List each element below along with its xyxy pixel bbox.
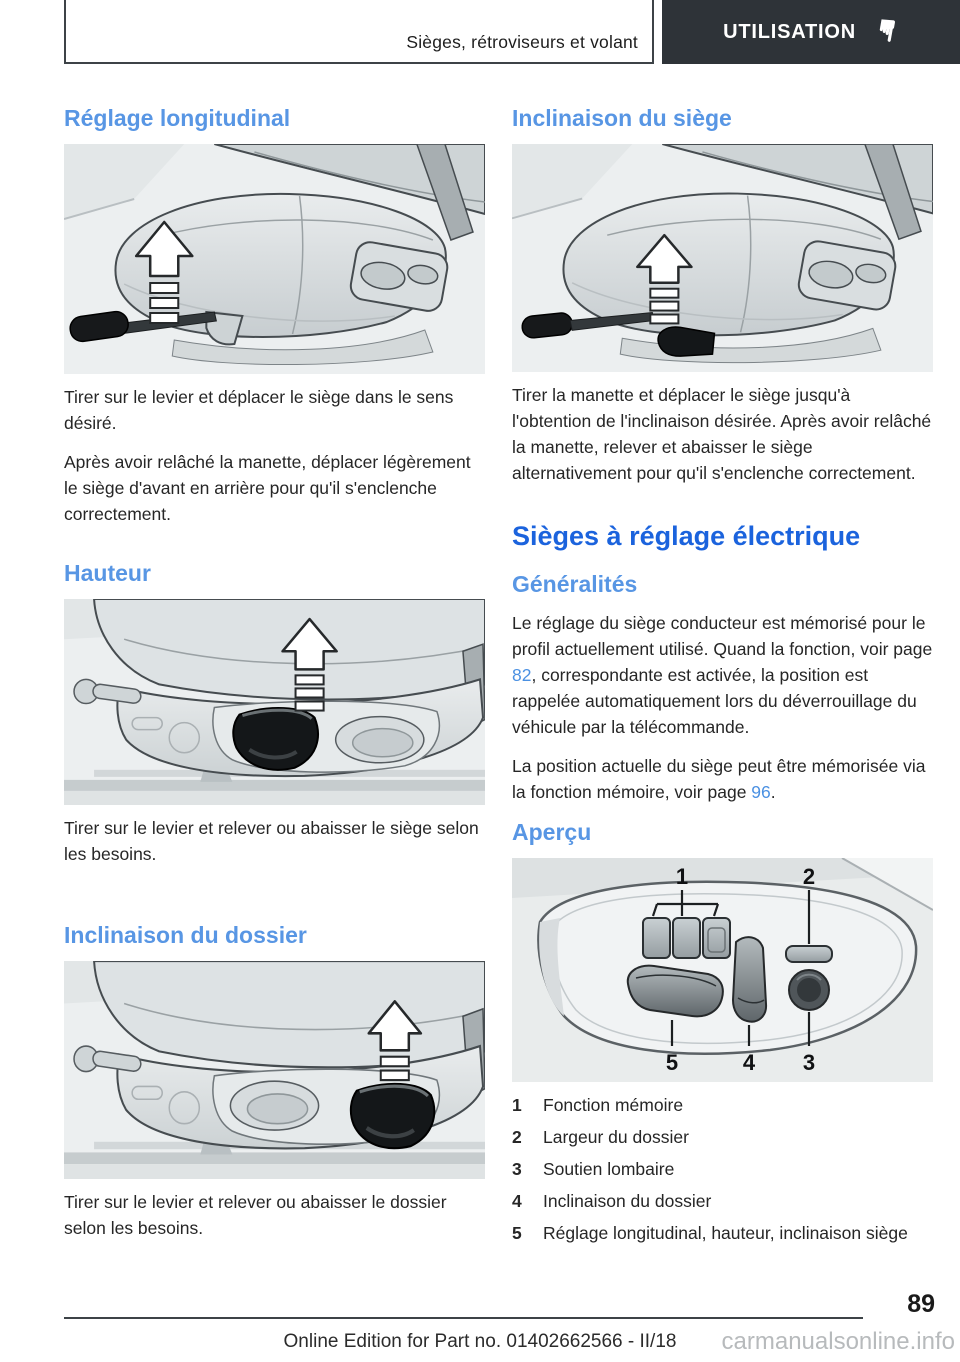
callout-lines (651, 890, 811, 1046)
paragraph-with-link: Le réglage du siège conducteur est mémor… (512, 610, 933, 740)
chapter-tab-utilisation: UTILISATION ☛ (662, 0, 960, 64)
breadcrumb: Sièges, rétroviseurs et volant (64, 0, 654, 64)
left-column: Réglage longitudinal (64, 100, 485, 1254)
up-arrow-icon (134, 220, 194, 324)
heading-generalites: Généralités (512, 571, 638, 597)
legend-number: 5 (512, 1223, 522, 1243)
manual-lever-handle (521, 312, 573, 339)
callout-4: 4 (742, 1050, 756, 1075)
legend-label: Largeur du dossier (543, 1127, 689, 1147)
up-arrow-icon (281, 617, 338, 712)
breadcrumb-label: Sièges, rétroviseurs et volant (406, 32, 638, 52)
legend-label: Soutien lombaire (543, 1159, 675, 1179)
paragraph: Tirer la manette et déplacer le siège ju… (512, 385, 932, 483)
heading-hauteur: Hauteur (64, 560, 151, 586)
legend-item: 5 Réglage longitudinal, hauteur, inclina… (512, 1220, 933, 1246)
seat-tilt-illustration (512, 144, 933, 372)
backrest-width-button (785, 945, 833, 963)
backrest-tilt-switch (349, 1082, 436, 1150)
seatbelt (416, 144, 474, 241)
height-switch (232, 707, 319, 771)
watermark: carmanualsonline.info (721, 1328, 955, 1355)
paragraph: Tirer sur le levier et relever ou abaiss… (64, 1192, 447, 1238)
paragraph-text: La position actuelle du siège peut être … (512, 756, 926, 802)
legend-number: 1 (512, 1095, 522, 1115)
heading-inclinaison-dossier: Inclinaison du dossier (64, 922, 307, 948)
backrest-tilt-illustration (64, 961, 485, 1179)
legend-item: 1 Fonction mémoire (512, 1092, 933, 1118)
seat-side-switch-panel (349, 241, 449, 312)
legend-label: Inclinaison du dossier (543, 1191, 712, 1211)
paragraph-with-link: La position actuelle du siège peut être … (512, 753, 933, 805)
seat-controls-overview-illustration: 1 2 3 4 5 (512, 858, 933, 1082)
paragraph: Tirer sur le levier et relever ou abaiss… (64, 818, 479, 864)
up-arrow-icon (367, 1000, 423, 1082)
legend-number: 4 (512, 1191, 522, 1211)
heading-reglage-longitudinal: Réglage longitudinal (64, 105, 291, 131)
callout-5: 5 (665, 1050, 679, 1075)
legend-label: Réglage longitudinal, hauteur, inclinais… (543, 1223, 908, 1243)
edition-note: Online Edition for Part no. 01402662566 … (283, 1331, 677, 1352)
footer-divider (64, 1317, 863, 1319)
heading-inclinaison-siege: Inclinaison du siège (512, 105, 732, 131)
paragraph: Après avoir relâché la manette, déplacer… (64, 452, 471, 524)
callout-2: 2 (802, 864, 816, 889)
hand-pointer-icon: ☛ (867, 13, 905, 47)
up-arrow-icon (636, 233, 693, 325)
heading-apercu: Aperçu (512, 819, 592, 845)
paragraph-text: . (770, 782, 776, 802)
seat-side-switch-panel (797, 240, 897, 311)
seat-longitudinal-illustration (64, 144, 485, 374)
seatbelt (864, 144, 922, 241)
memory-buttons (642, 917, 731, 959)
heading-sieges-reglage-electrique: Sièges à réglage électrique (512, 521, 861, 551)
page-number: 89 (907, 1290, 935, 1318)
legend-item: 4 Inclinaison du dossier (512, 1188, 933, 1214)
legend-item: 2 Largeur du dossier (512, 1124, 933, 1150)
seat-backrest (662, 144, 933, 215)
door-switch-panel (537, 880, 918, 1055)
tilt-pedal-lever (657, 326, 716, 357)
callout-1: 1 (675, 864, 689, 889)
seat-backrest (214, 144, 485, 216)
seat-height-illustration (64, 599, 485, 805)
page-link-96[interactable]: 96 (751, 782, 771, 802)
paragraph: Tirer sur le levier et déplacer le siège… (64, 387, 454, 433)
legend-number: 3 (512, 1159, 522, 1179)
backrest-tilt-switch (731, 936, 768, 1023)
seat-adjust-switch (626, 964, 724, 1018)
page-link-82[interactable]: 82 (512, 665, 532, 685)
paragraph-text: , correspondante est activée, la positio… (512, 665, 917, 737)
chapter-tab-label: UTILISATION (723, 20, 856, 43)
legend-label: Fonction mémoire (543, 1095, 684, 1115)
legend-item: 3 Soutien lombaire (512, 1156, 933, 1182)
seat-lever-handle (69, 310, 129, 343)
legend-number: 2 (512, 1127, 522, 1147)
controls-legend: 1 Fonction mémoire 2 Largeur du dossier … (512, 1092, 933, 1246)
callout-3: 3 (802, 1050, 816, 1075)
paragraph-text: Le réglage du siège conducteur est mémor… (512, 613, 933, 659)
right-column: Inclinaison du siège (512, 100, 933, 1252)
